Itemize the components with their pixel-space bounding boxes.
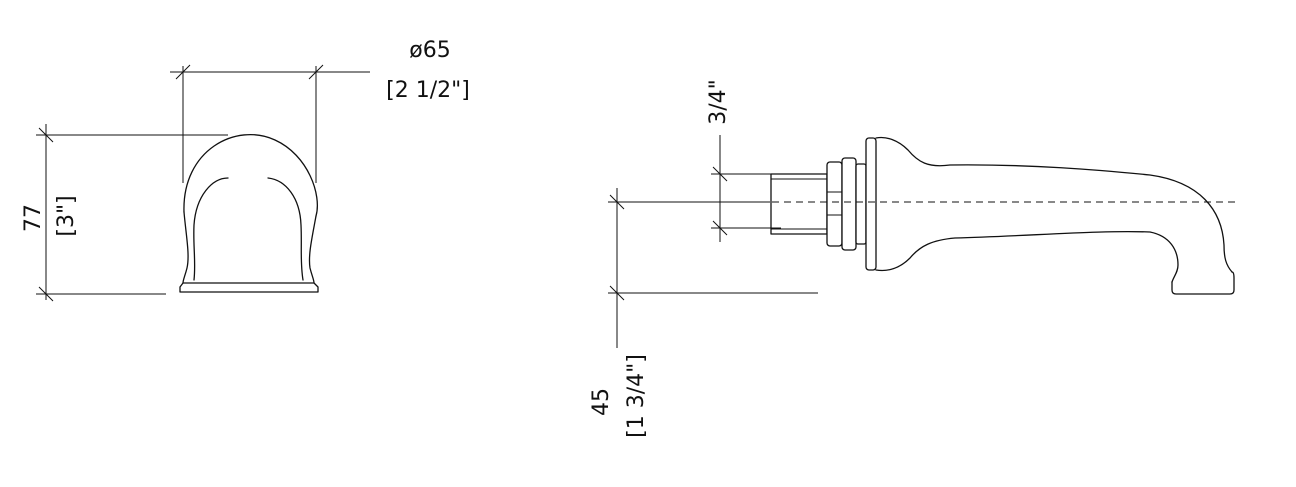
side-offset-in-label: [1 3/4"] (624, 354, 649, 438)
front-diameter-in-label: [2 1/2"] (386, 78, 470, 103)
front-height-in-label: [3"] (54, 195, 79, 236)
side-view-spout (865, 136, 1235, 295)
side-offset-mm-label: 45 (589, 388, 614, 416)
side-offset-dimension: 45 [1 3/4"] (589, 188, 818, 438)
front-height-dimension: 77 [3"] (21, 124, 228, 302)
side-thread-dimension: 3/4" (706, 79, 781, 242)
side-view-shank (770, 157, 867, 251)
front-view: ø65 [2 1/2"] 77 [3"] (21, 38, 470, 302)
side-view: 3/4" 45 [1 3/4"] (589, 79, 1240, 438)
side-thread-size-label: 3/4" (706, 79, 731, 125)
front-diameter-dimension: ø65 [2 1/2"] (170, 38, 470, 183)
front-view-spout (179, 134, 319, 293)
front-height-mm-label: 77 (21, 204, 46, 232)
front-diameter-mm-label: ø65 (409, 38, 450, 63)
